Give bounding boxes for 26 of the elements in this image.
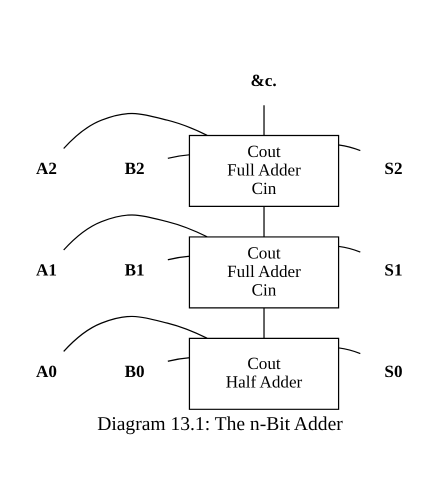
connector	[263, 105, 265, 136]
caption: Diagram 13.1: The n-Bit Adder	[97, 414, 343, 435]
connector	[63, 316, 208, 352]
node-text: B1	[124, 260, 145, 280]
connector	[63, 112, 208, 149]
node-box: Cout Full Adder Cin	[188, 134, 340, 207]
connector	[63, 214, 208, 250]
connector	[338, 246, 361, 253]
node-text: &c.	[250, 71, 277, 90]
node-text: A2	[36, 159, 57, 178]
node-text: S1	[384, 260, 403, 280]
node-box: Cout Full Adder Cin	[188, 236, 340, 308]
connector	[168, 256, 190, 260]
node-box: Cout Half Adder	[188, 338, 340, 410]
connector	[168, 357, 190, 362]
node-text: B2	[124, 159, 145, 178]
node-text: A0	[36, 362, 57, 382]
node-text: S2	[384, 159, 403, 178]
connector	[338, 347, 361, 354]
connector	[338, 144, 361, 152]
node-text: A1	[36, 260, 57, 280]
connector	[263, 206, 265, 237]
node-text: B0	[124, 362, 145, 382]
connector	[168, 154, 190, 159]
node-text: S0	[384, 362, 403, 382]
connector	[263, 308, 265, 338]
